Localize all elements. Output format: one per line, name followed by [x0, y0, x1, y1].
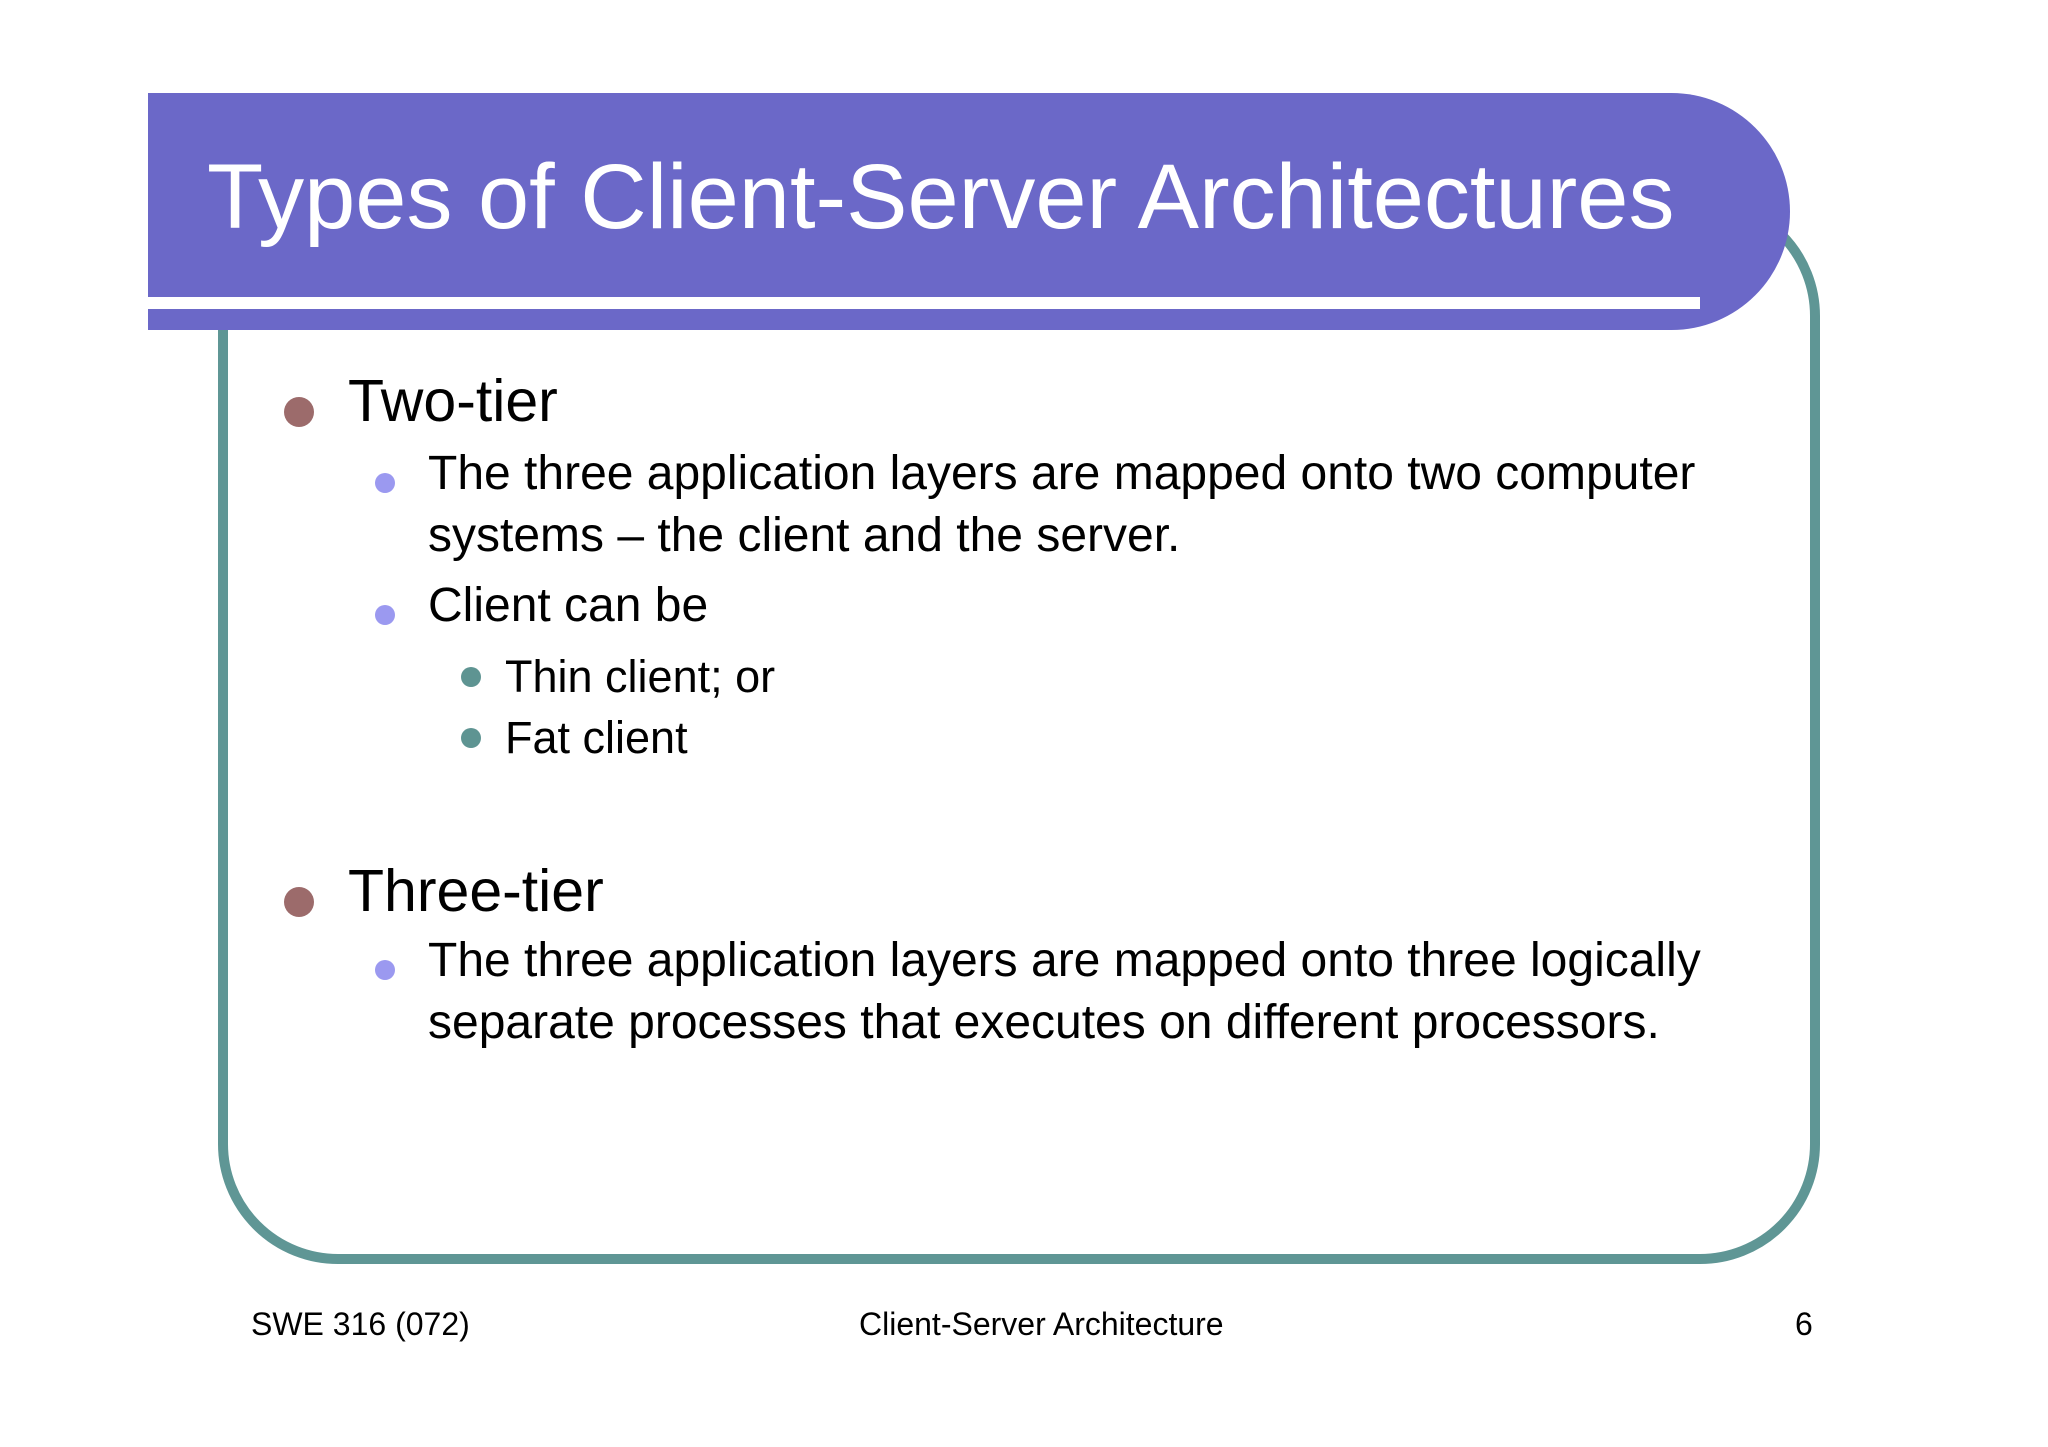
- list-item-thin-client: Thin client; or: [461, 646, 775, 708]
- list-item-client-can-be: Client can be: [375, 575, 708, 637]
- list-item-label: The three application layers are mapped …: [428, 934, 1701, 1049]
- list-item-fat-client: Fat client: [461, 707, 688, 769]
- level2-bullet-icon: [375, 473, 395, 493]
- list-item-two-tier-mapping: The three application layers are mapped …: [375, 443, 1828, 567]
- level2-bullet-icon: [375, 605, 395, 625]
- footer-course-code: SWE 316 (072): [251, 1306, 470, 1342]
- footer: SWE 316 (072) Client-Server Architecture…: [0, 1304, 2048, 1344]
- list-item-label: The three application layers are mapped …: [428, 447, 1696, 562]
- list-item-three-tier: Three-tier: [284, 856, 604, 926]
- list-item-label: Three-tier: [348, 858, 604, 924]
- level1-bullet-icon: [284, 397, 314, 427]
- list-item-label: Client can be: [428, 579, 709, 632]
- footer-page-number: 6: [1795, 1306, 1813, 1342]
- footer-presentation-title: Client-Server Architecture: [859, 1306, 1224, 1342]
- list-item-two-tier: Two-tier: [284, 366, 558, 436]
- level3-bullet-icon: [461, 667, 481, 687]
- level3-bullet-icon: [461, 728, 481, 748]
- list-item-label: Fat client: [505, 712, 688, 763]
- content-border-frame: [218, 196, 1820, 1264]
- title-underline: [148, 297, 1700, 309]
- level2-bullet-icon: [375, 960, 395, 980]
- list-item-label: Two-tier: [348, 368, 558, 434]
- title-banner: Types of Client-Server Architectures: [148, 93, 1790, 330]
- level1-bullet-icon: [284, 887, 314, 917]
- list-item-three-tier-mapping: The three application layers are mapped …: [375, 930, 1828, 1054]
- slide-title: Types of Client-Server Architectures: [207, 146, 1675, 248]
- list-item-label: Thin client; or: [505, 651, 776, 702]
